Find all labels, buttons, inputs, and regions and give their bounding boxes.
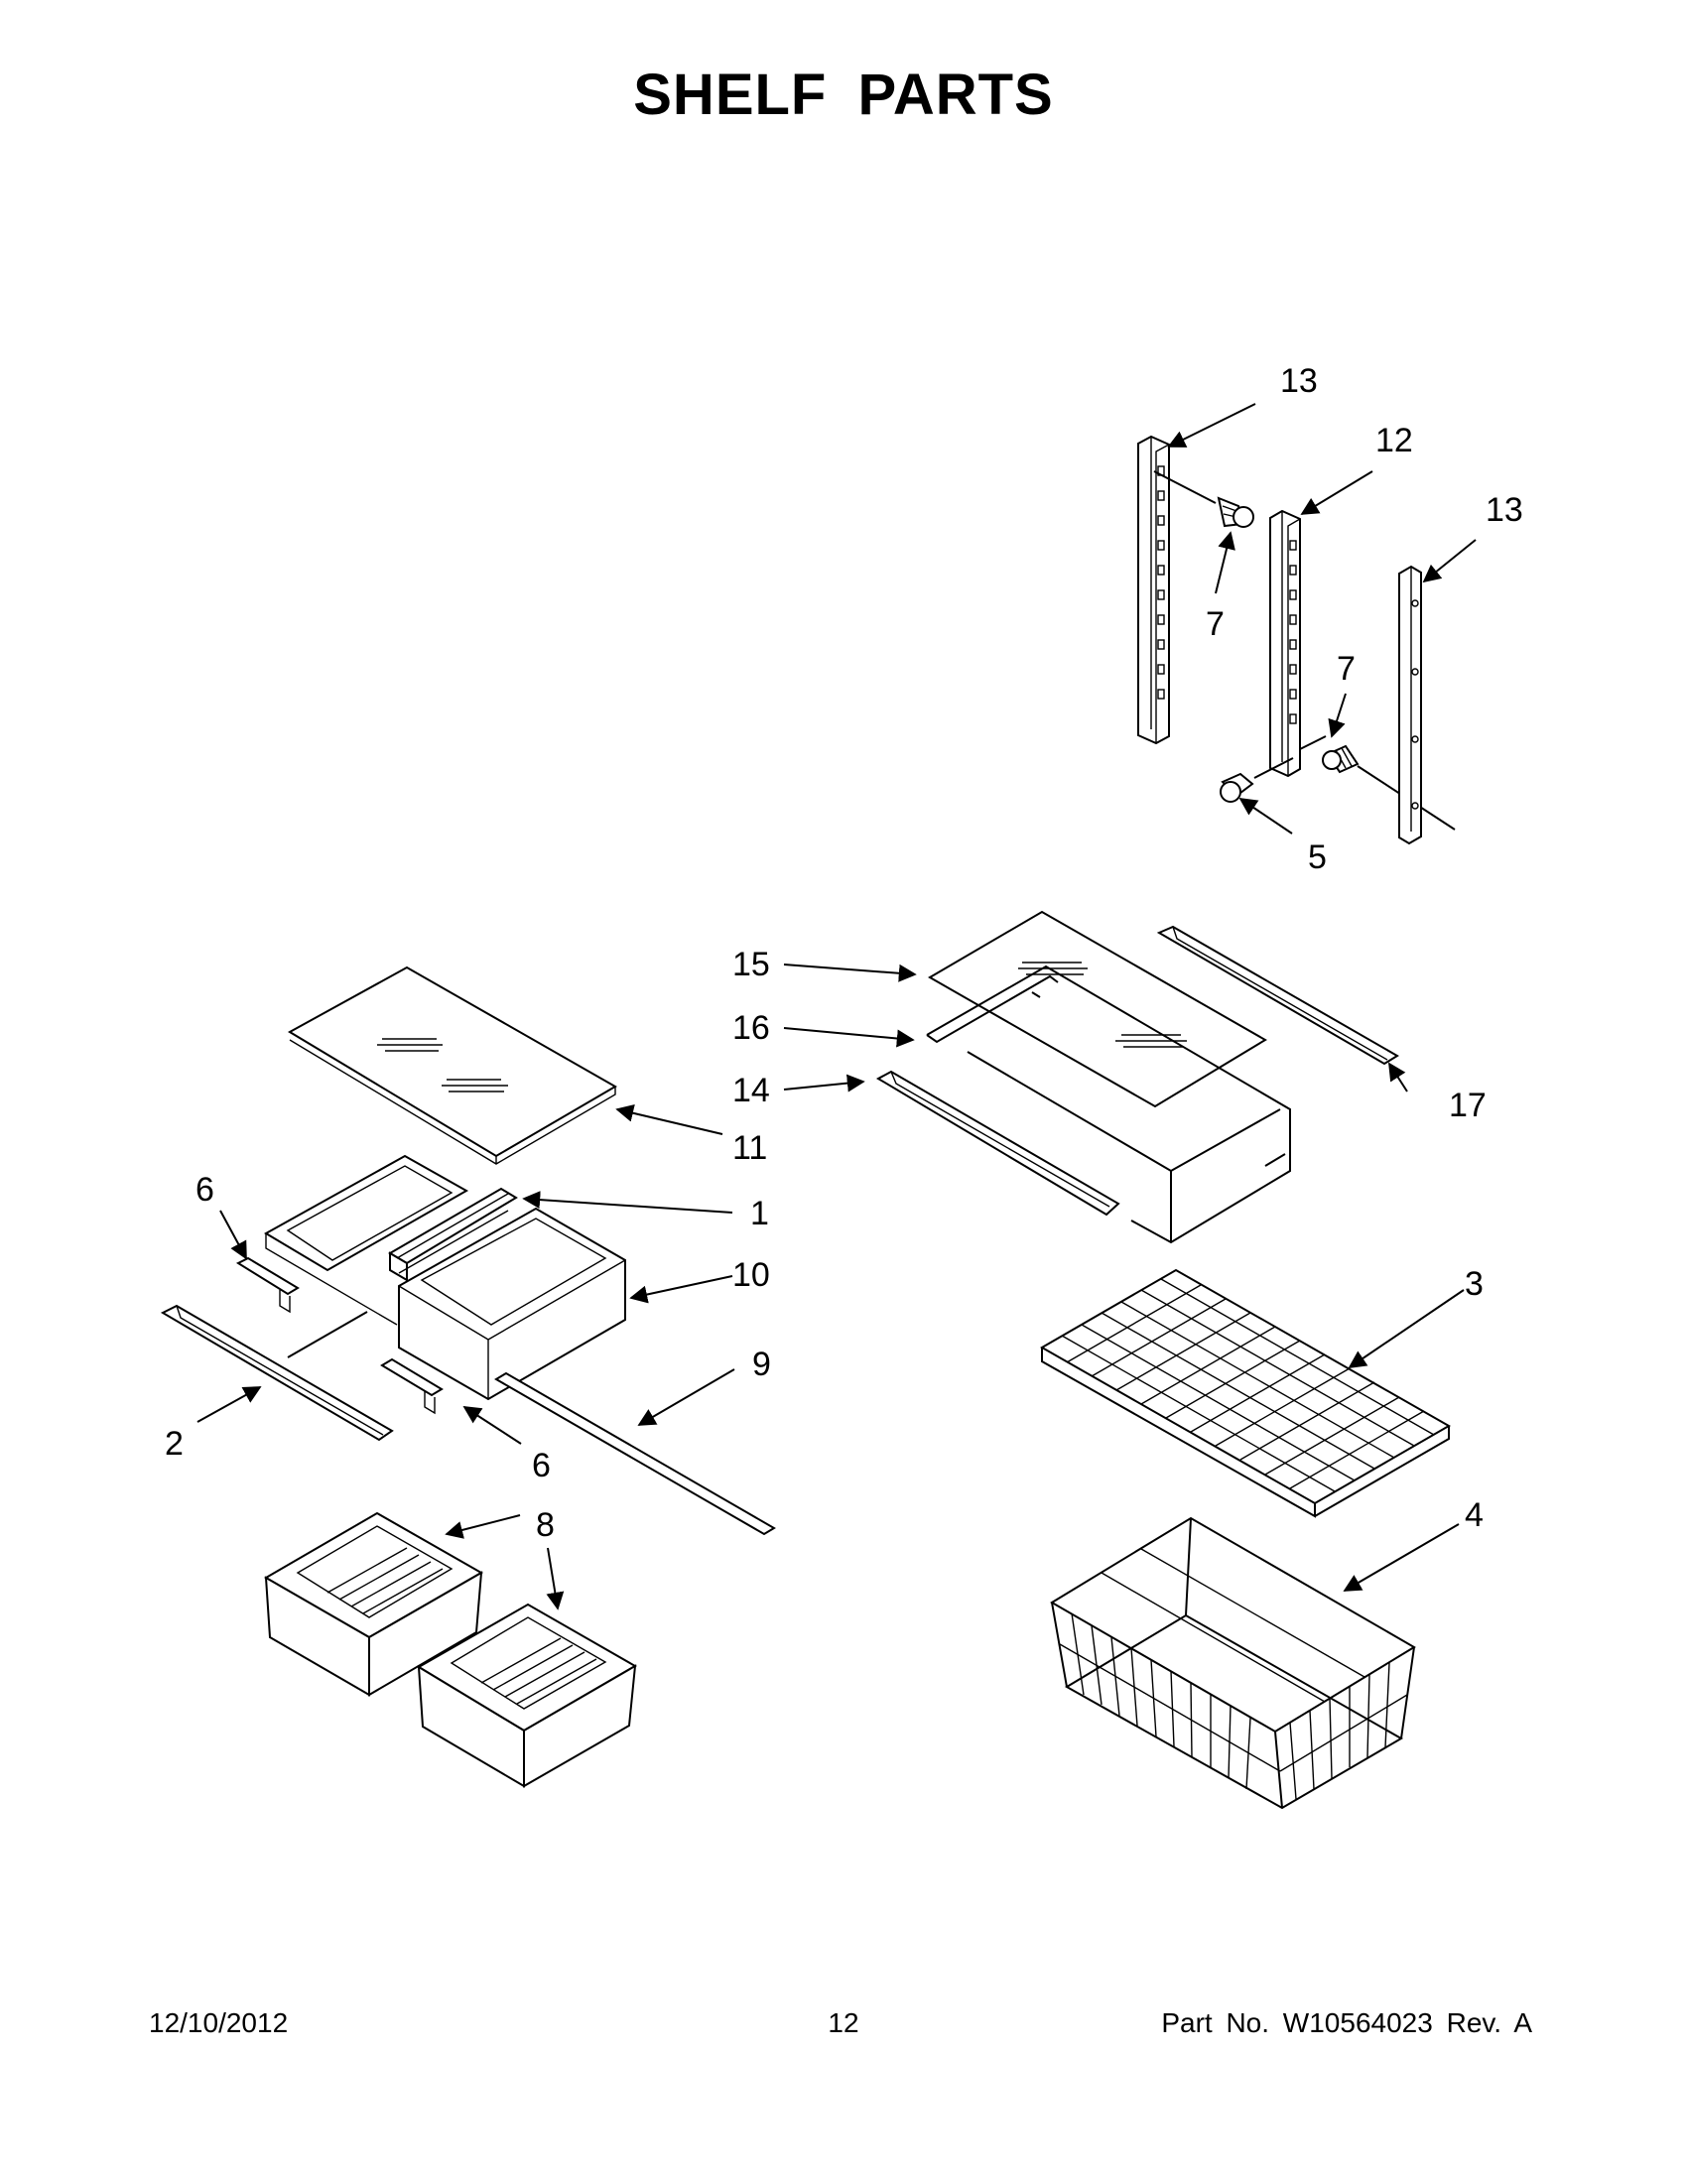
crisper-frame — [263, 1154, 626, 1401]
callout-12: 12 — [1375, 422, 1413, 459]
crisper-drawer-lower — [417, 1603, 638, 1788]
crisper-drawer-upper — [264, 1511, 484, 1697]
callout-labels: 13 12 13 7 7 5 15 16 14 17 11 1 10 6 9 2… — [165, 362, 1523, 1544]
screw-upper — [1217, 496, 1254, 528]
screw-lower-left — [1220, 772, 1254, 803]
shelf-front-trim-17 — [1156, 925, 1399, 1066]
callout-5: 5 — [1308, 838, 1327, 876]
callout-9: 9 — [752, 1346, 771, 1383]
callout-8: 8 — [536, 1506, 555, 1544]
callout-6-upper: 6 — [195, 1171, 214, 1209]
crisper-rod-9 — [287, 1311, 776, 1536]
callout-6-lower: 6 — [532, 1447, 551, 1484]
glass-shelf-right — [928, 910, 1267, 1108]
crisper-slide-clip-lower — [380, 1357, 444, 1415]
glass-shelf-frame — [926, 964, 1291, 1244]
screw-lower-right — [1322, 744, 1456, 831]
callout-2: 2 — [165, 1425, 184, 1463]
callout-4: 4 — [1465, 1496, 1484, 1534]
callout-3: 3 — [1465, 1265, 1484, 1303]
callout-1: 1 — [750, 1195, 769, 1232]
footer-part-number: Part No. W10564023 Rev. A — [1161, 2007, 1532, 2038]
callout-13-right: 13 — [1486, 491, 1523, 529]
callout-7-left: 7 — [1206, 605, 1225, 643]
page-title: SHELF PARTS — [633, 63, 1054, 127]
shelf-front-trim-14 — [875, 1070, 1120, 1217]
leader-lines — [196, 403, 1477, 1610]
wire-basket — [1050, 1516, 1416, 1810]
crisper-slide-clip-upper — [235, 1256, 300, 1314]
callout-17: 17 — [1449, 1087, 1487, 1124]
footer-date: 12/10/2012 — [149, 2007, 289, 2038]
shelf-rail-center — [1253, 509, 1327, 779]
callout-11: 11 — [732, 1129, 767, 1167]
callout-13-left: 13 — [1280, 362, 1318, 400]
callout-7-right: 7 — [1337, 650, 1356, 688]
callout-14: 14 — [732, 1072, 770, 1109]
shelf-rail-left — [1137, 435, 1217, 745]
wire-shelf — [1039, 1268, 1452, 1518]
callout-16: 16 — [732, 1009, 770, 1047]
footer-page-number: 12 — [828, 2007, 859, 2038]
callout-10: 10 — [732, 1256, 770, 1294]
crisper-front-trim-2 — [160, 1304, 394, 1442]
callout-15: 15 — [732, 946, 770, 983]
crisper-cover-support — [388, 1187, 518, 1282]
crisper-glass-cover — [287, 965, 617, 1165]
shelf-rail-right — [1398, 565, 1422, 845]
